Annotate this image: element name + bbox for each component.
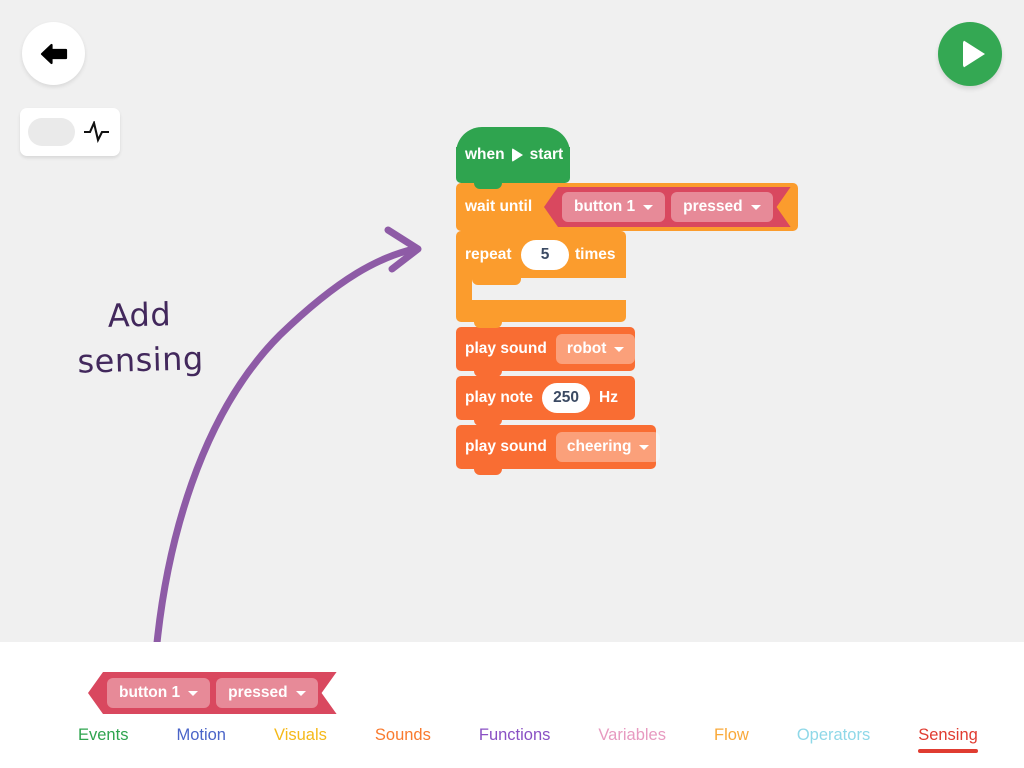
palette-blocks: button 1 pressed	[88, 672, 337, 714]
chevron-down-icon	[643, 205, 653, 210]
tab-flow[interactable]: Flow	[714, 726, 749, 753]
palette-field-state[interactable]: pressed	[216, 678, 317, 708]
play-icon	[962, 40, 985, 68]
back-button[interactable]	[22, 22, 85, 85]
palette-panel: button 1 pressed Events Motion Visuals	[0, 642, 1024, 768]
block-notch	[474, 182, 502, 189]
palette-block-button-pressed[interactable]: button 1 pressed	[88, 672, 337, 714]
chevron-down-icon	[188, 691, 198, 696]
block-wait-until-label: wait until	[465, 198, 533, 215]
tab-underline	[918, 749, 978, 753]
condition-field-target[interactable]: button 1	[562, 192, 665, 222]
curved-arrow-icon	[152, 226, 422, 657]
block-play-note-unit: Hz	[599, 389, 618, 406]
tab-underline	[598, 749, 666, 753]
pulse-waveform-icon	[84, 121, 109, 143]
sound-field-robot-value: robot	[566, 340, 607, 357]
tab-visuals-label: Visuals	[273, 726, 327, 744]
tab-underline	[78, 749, 128, 753]
chevron-down-icon	[751, 205, 761, 210]
block-repeat-label: repeat	[465, 246, 512, 263]
annotation-line-1: Add	[107, 295, 172, 335]
chevron-down-icon	[296, 691, 306, 696]
block-notch	[474, 468, 502, 475]
tab-underline	[479, 749, 551, 753]
tab-sensing[interactable]: Sensing	[918, 726, 978, 753]
palette-field-state-value: pressed	[228, 684, 288, 701]
tab-underline	[274, 749, 327, 753]
tab-flow-label: Flow	[713, 726, 749, 744]
script-stack[interactable]: when start wait until button 1 pressed	[456, 127, 798, 475]
arrow-left-icon	[39, 43, 69, 65]
tab-variables-label: Variables	[598, 726, 666, 744]
tab-sounds[interactable]: Sounds	[375, 726, 431, 753]
tab-underline	[375, 749, 431, 753]
tab-sounds-label: Sounds	[374, 726, 431, 744]
block-play-sound-cheering[interactable]: play sound cheering	[456, 425, 661, 475]
tab-events[interactable]: Events	[78, 726, 128, 753]
c-block-inner-notch	[472, 278, 521, 285]
label-start: start	[529, 146, 564, 163]
block-repeat-times-label: times	[575, 246, 616, 263]
tab-underline	[714, 749, 749, 753]
script-canvas[interactable]: Add sensing when start wait	[0, 0, 1024, 657]
tab-sensing-label: Sensing	[918, 726, 978, 744]
block-notch	[474, 370, 502, 377]
block-notch	[474, 230, 502, 237]
palette-field-target[interactable]: button 1	[107, 678, 210, 708]
c-block-arm	[456, 278, 472, 300]
tab-underline	[797, 749, 870, 753]
label-when: when	[465, 146, 505, 163]
tab-functions[interactable]: Functions	[479, 726, 551, 753]
block-play-note[interactable]: play note 250 Hz	[456, 376, 635, 426]
tab-events-label: Events	[78, 726, 129, 744]
chevron-down-icon	[639, 444, 650, 450]
tab-functions-label: Functions	[478, 726, 551, 744]
sound-field-cheering[interactable]: cheering	[555, 432, 661, 462]
c-block-bottom	[456, 300, 626, 322]
category-tab-bar: Events Motion Visuals Sounds Functions V…	[0, 726, 1024, 768]
annotation-add-sensing: Add sensing	[59, 291, 221, 386]
annotation-line-2: sensing	[76, 339, 205, 382]
block-notch	[474, 419, 502, 426]
block-when-start-label: when start	[465, 146, 563, 164]
tab-operators-label: Operators	[796, 726, 871, 744]
palette-field-target-value: button 1	[119, 684, 181, 701]
repeat-count-input[interactable]: 5	[521, 240, 569, 270]
sensor-toggle-switch[interactable]	[28, 118, 75, 146]
block-play-sound-label: play sound	[465, 340, 547, 357]
block-play-note-label: play note	[465, 389, 534, 406]
condition-field-state-value: pressed	[683, 198, 743, 215]
tab-visuals[interactable]: Visuals	[274, 726, 327, 753]
play-icon	[511, 148, 523, 162]
block-play-sound-label: play sound	[465, 438, 547, 455]
sensor-toggle-widget[interactable]	[20, 108, 120, 156]
block-repeat[interactable]: repeat 5 times	[456, 231, 626, 328]
chevron-down-icon	[614, 346, 625, 352]
sound-field-robot[interactable]: robot	[555, 334, 636, 364]
block-when-start[interactable]: when start	[456, 127, 570, 189]
tab-underline	[176, 749, 226, 753]
tab-variables[interactable]: Variables	[598, 726, 666, 753]
run-button[interactable]	[938, 22, 1002, 86]
block-wait-until[interactable]: wait until button 1 pressed	[456, 183, 798, 237]
tab-operators[interactable]: Operators	[797, 726, 870, 753]
tab-motion[interactable]: Motion	[176, 726, 226, 753]
tab-motion-label: Motion	[176, 726, 226, 744]
condition-button-pressed[interactable]: button 1 pressed	[544, 187, 791, 227]
block-notch	[474, 321, 502, 328]
sound-field-cheering-value: cheering	[566, 438, 632, 455]
play-note-frequency-input[interactable]: 250	[542, 383, 591, 413]
block-play-sound-robot[interactable]: play sound robot	[456, 327, 636, 377]
condition-field-target-value: button 1	[574, 198, 636, 215]
condition-field-state[interactable]: pressed	[671, 192, 772, 222]
